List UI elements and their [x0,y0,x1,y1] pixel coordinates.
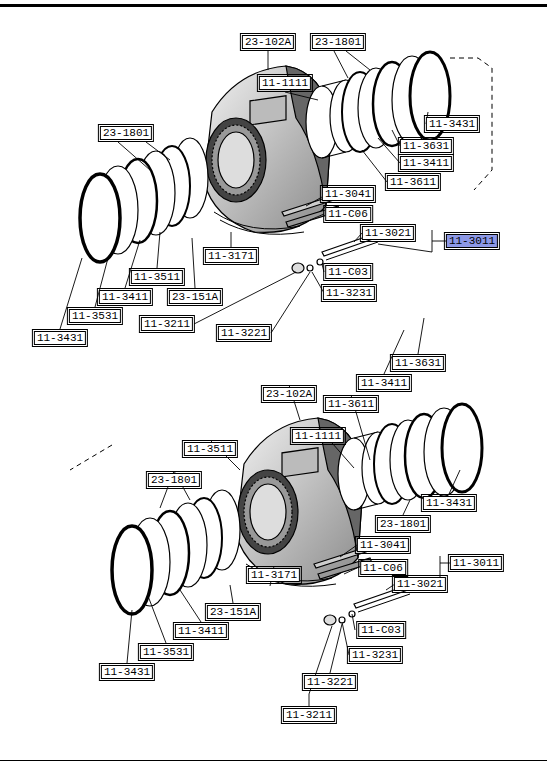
callout-number: 11-3431 [423,496,475,510]
callout-number: 23-151A [169,290,221,304]
callout-number: 11-C06 [360,561,406,575]
callout-number: 11-3411 [400,156,452,170]
callout-number: 11-3411 [358,376,410,390]
callout-number: 11-3211 [141,317,193,331]
callout-number: 11-3431 [34,331,86,345]
callout-number: 23-1801 [377,517,429,531]
callout-number: 23-102A [242,35,294,49]
callout-number: 11-3511 [184,442,236,456]
callout-number: 11-3041 [357,538,409,552]
callout-number: 11-3531 [69,309,121,323]
callout-number: 11-3511 [131,270,183,284]
callout-number: 23-1801 [100,126,152,140]
callout-number: 11-3221 [304,675,356,689]
callout-number: 11-1111 [259,76,311,90]
callout-number: 11-3041 [322,187,374,201]
callout-number: 11-3021 [362,226,414,240]
callout-number: 11-C03 [358,623,404,637]
callout-number: 11-3211 [283,708,335,722]
callout-number: 11-C06 [325,207,371,221]
callout-number: 11-3411 [175,624,227,638]
callout-number: 11-1111 [292,429,344,443]
callout-number: 11-3631 [392,356,444,370]
callout-number: 23-1801 [312,35,364,49]
callout-number: 11-3231 [349,648,401,662]
callout-number: 11-3171 [248,568,300,582]
callout-number: 11-3431 [426,117,478,131]
callout-number: 11-3531 [140,645,192,659]
callout-number: 11-3171 [205,249,257,263]
callout-number: 11-3411 [99,290,151,304]
callout-number: 23-102A [263,387,315,401]
callout-number: 23-151A [207,605,259,619]
callout-number: 11-3231 [323,286,375,300]
callout-number: 11-3011 [450,556,502,570]
callout-number: 11-3611 [325,397,377,411]
callout-number: 11-3221 [218,326,270,340]
callout-number: 11-3021 [394,577,446,591]
callout-number: 11-3631 [400,139,452,153]
callout-number: 11-3431 [101,665,153,679]
callout-number: 23-1801 [148,473,200,487]
callout-number: 11-3611 [387,175,439,189]
callout-number: 11-C03 [325,265,371,279]
callout-number: 11-3011 [446,234,498,248]
